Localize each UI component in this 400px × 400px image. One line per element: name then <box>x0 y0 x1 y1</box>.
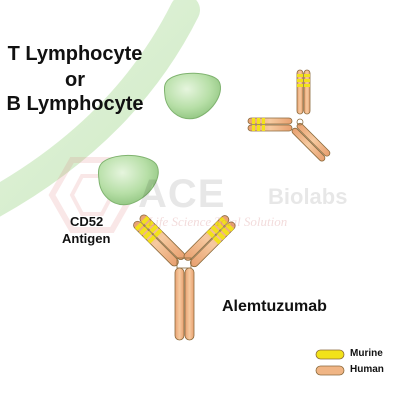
cd52-antigen-upper <box>163 72 221 120</box>
antigen-label-line2: Antigen <box>62 231 111 246</box>
cell-title-line1: T Lymphocyte <box>7 43 143 65</box>
cell-title-line2: or <box>65 69 85 91</box>
cd52-antigen-lower <box>98 155 159 206</box>
cell-title-line3: B Lymphocyte <box>6 93 144 115</box>
legend-human-swatch <box>315 365 345 376</box>
legend-murine-swatch <box>315 349 345 360</box>
legend-murine-label: Murine <box>350 348 383 359</box>
watermark-tagline: Life Science Total Solution <box>148 214 288 229</box>
antibody-label: Alemtuzumab <box>222 298 327 315</box>
antibody-small <box>247 69 331 162</box>
legend-human-label: Human <box>350 364 384 375</box>
watermark-brand-secondary: Biolabs <box>268 184 348 209</box>
cell-membrane <box>0 0 200 217</box>
antigen-label-line1: CD52 <box>70 214 104 229</box>
watermark-brand: ACE <box>138 172 226 216</box>
antibody-large <box>133 214 236 341</box>
